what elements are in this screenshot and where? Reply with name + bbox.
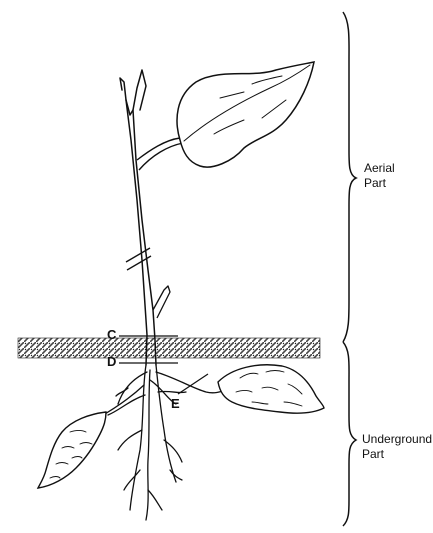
label-c: C	[107, 327, 116, 342]
underground-label-line1: Underground	[362, 432, 432, 447]
leaf-petiole	[137, 138, 183, 170]
roots	[78, 365, 226, 520]
aerial-brace	[343, 12, 356, 342]
storage-root-right	[218, 365, 324, 413]
stem	[120, 70, 156, 365]
aerial-label-line2: Part	[364, 176, 395, 191]
label-d: D	[107, 354, 116, 369]
leaf	[177, 62, 314, 167]
side-shoot	[153, 286, 170, 318]
soil-layer	[18, 338, 320, 358]
underground-label-line2: Part	[362, 447, 432, 462]
label-e: E	[171, 396, 180, 411]
aerial-label-line1: Aerial	[364, 161, 395, 176]
storage-root-left	[38, 412, 106, 488]
underground-brace	[343, 342, 356, 526]
aerial-part-label: Aerial Part	[364, 161, 395, 191]
underground-part-label: Underground Part	[362, 432, 432, 462]
